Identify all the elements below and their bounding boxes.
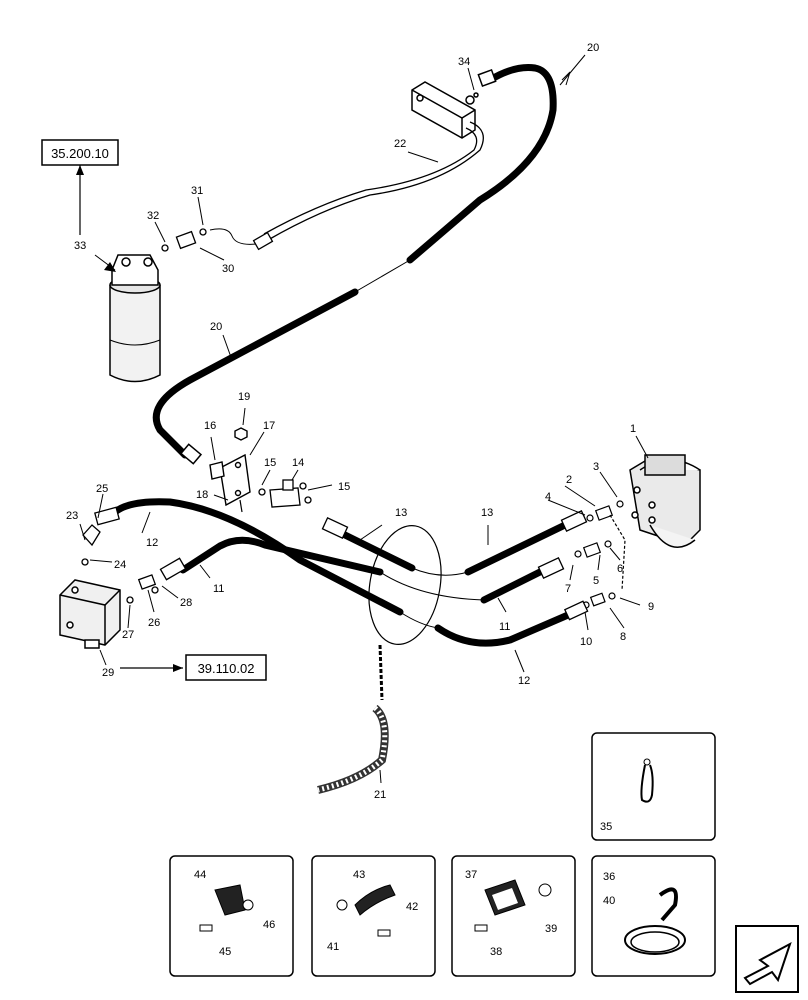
next-page-arrow-icon[interactable] (735, 925, 799, 993)
callout-1: 1 (630, 423, 636, 435)
svg-text:35.200.10: 35.200.10 (51, 146, 109, 161)
callout-29: 29 (102, 667, 114, 679)
hose-11 (159, 536, 565, 604)
callout-17: 17 (263, 420, 275, 432)
tube-22 (209, 121, 484, 251)
callout-23: 23 (66, 510, 78, 522)
callout-12-left: 12 (146, 537, 158, 549)
inset-41-43: 43 42 41 (311, 855, 436, 977)
inset-44-46: 44 46 45 (169, 855, 294, 977)
callout-20-left: 20 (210, 321, 222, 333)
inset-36-40: 36 40 (591, 855, 716, 977)
callout-45: 45 (219, 946, 231, 958)
callout-13-left: 13 (395, 507, 407, 519)
callout-46: 46 (263, 919, 275, 931)
callout-18: 18 (196, 489, 208, 501)
callout-28: 28 (180, 597, 192, 609)
left-fittings (81, 524, 159, 604)
callout-25: 25 (96, 483, 108, 495)
callout-11-left: 11 (213, 583, 224, 595)
callout-39: 39 (545, 923, 557, 935)
callout-32: 32 (147, 210, 159, 222)
oil-filter (109, 254, 161, 383)
callout-9: 9 (648, 601, 654, 613)
hose-13 (321, 510, 588, 576)
callout-15-left: 15 (264, 457, 276, 469)
callout-30: 30 (222, 263, 234, 275)
callout-7: 7 (565, 583, 571, 595)
callout-42: 42 (406, 901, 418, 913)
callout-41: 41 (327, 941, 339, 953)
callout-38: 38 (490, 946, 502, 958)
hose-20 (152, 64, 557, 465)
callout-14: 14 (292, 457, 304, 469)
callout-22: 22 (394, 138, 406, 150)
callout-37: 37 (465, 869, 477, 881)
inset-35: 35 (591, 732, 716, 841)
callout-8: 8 (620, 631, 626, 643)
callout-43: 43 (353, 869, 365, 881)
wire-harness-21 (317, 644, 389, 794)
callout-leaders (79, 54, 649, 784)
callout-2: 2 (566, 474, 572, 486)
callout-20-top: 20 (587, 42, 599, 54)
callout-labels: 1 2 3 4 5 6 7 8 9 10 11 11 12 12 13 13 1… (66, 42, 654, 801)
svg-text:39.110.02: 39.110.02 (198, 661, 255, 676)
steering-unit-fittings (574, 500, 626, 609)
inset-37-39: 37 38 39 (451, 855, 576, 977)
callout-10: 10 (580, 636, 592, 648)
filter-fittings (161, 228, 207, 252)
callout-31: 31 (191, 185, 203, 197)
callout-4: 4 (545, 491, 551, 503)
callout-40: 40 (603, 895, 615, 907)
callout-34: 34 (458, 56, 470, 68)
callout-15-right: 15 (338, 481, 350, 493)
callout-12-right: 12 (518, 675, 530, 687)
callout-21: 21 (374, 789, 386, 801)
callout-16: 16 (204, 420, 216, 432)
hose-12 (94, 498, 589, 647)
priority-valve-block (59, 579, 121, 649)
steering-control-unit (629, 454, 701, 548)
callout-35: 35 (600, 821, 612, 833)
callout-19: 19 (238, 391, 250, 403)
callout-5: 5 (593, 575, 599, 587)
callout-3: 3 (593, 461, 599, 473)
callout-33: 33 (74, 240, 86, 252)
callout-6: 6 (617, 563, 623, 575)
callout-26: 26 (148, 617, 160, 629)
bulkhead-grommet (368, 524, 442, 646)
callout-13-right: 13 (481, 507, 493, 519)
top-valve-block (411, 81, 479, 139)
callout-44: 44 (194, 869, 206, 881)
tee-fitting (258, 479, 312, 508)
reference-box-bottom[interactable]: 39.110.02 (185, 654, 267, 681)
callout-24: 24 (114, 559, 126, 571)
mounting-bracket (209, 427, 251, 513)
callout-36: 36 (603, 871, 615, 883)
callout-11-right: 11 (499, 621, 510, 633)
callout-27: 27 (122, 629, 134, 641)
reference-box-top[interactable]: 35.200.10 (41, 139, 119, 166)
